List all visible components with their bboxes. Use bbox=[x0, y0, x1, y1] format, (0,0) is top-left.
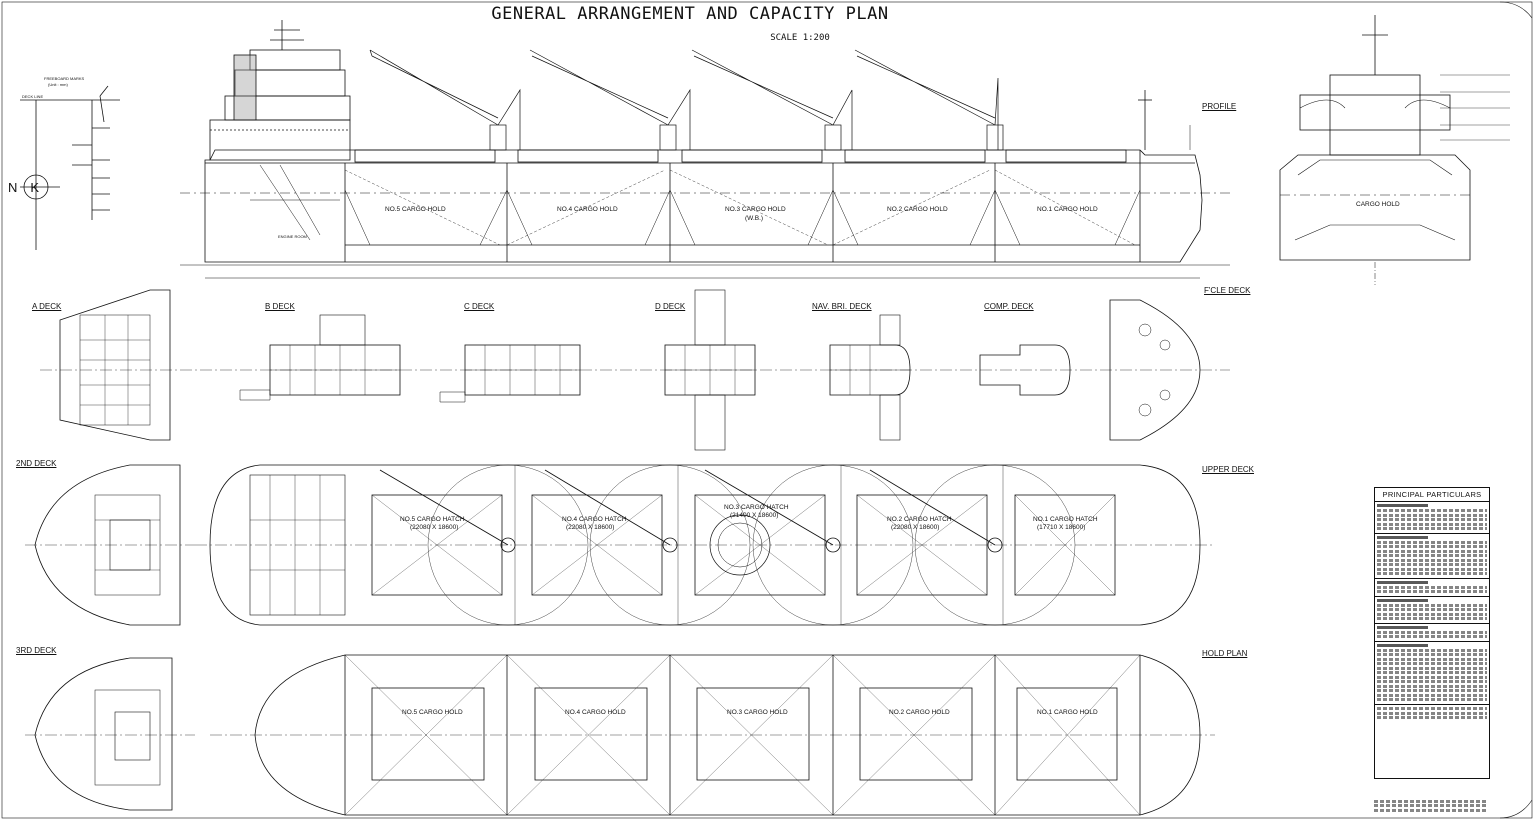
label-a-deck: A DECK bbox=[32, 302, 62, 311]
upper-hatch-4: NO.4 CARGO HATCH bbox=[562, 516, 627, 523]
hold-plan-4: NO.4 CARGO HOLD bbox=[565, 709, 626, 716]
c-deck-plan bbox=[439, 344, 581, 403]
label-profile: PROFILE bbox=[1202, 102, 1237, 111]
label-c-deck: C DECK bbox=[464, 302, 495, 311]
label-3rd-deck: 3RD DECK bbox=[16, 646, 57, 655]
label-upper-deck: UPPER DECK bbox=[1202, 465, 1255, 474]
second-deck-plan bbox=[25, 464, 195, 626]
upper-hatch-1-dims: (17710 X 18600) bbox=[1037, 524, 1085, 531]
hold-plan-2: NO.2 CARGO HOLD bbox=[889, 709, 950, 716]
nav-bri-deck-plan bbox=[829, 314, 911, 441]
pp-section-totals bbox=[1375, 705, 1489, 722]
third-deck-plan bbox=[25, 657, 195, 811]
upper-hatch-3: NO.3 CARGO HATCH bbox=[724, 504, 789, 511]
label-hold-plan: HOLD PLAN bbox=[1202, 649, 1248, 658]
freeboard-marks bbox=[20, 85, 120, 250]
profile-hold-4: NO.4 CARGO HOLD bbox=[557, 206, 618, 213]
upper-hatch-5: NO.5 CARGO HATCH bbox=[400, 516, 465, 523]
drawing-title: GENERAL ARRANGEMENT AND CAPACITY PLAN bbox=[491, 4, 889, 24]
label-nav-bri-deck: NAV. BRI. DECK bbox=[812, 302, 872, 311]
profile-hold-3-note: (W.B.) bbox=[745, 215, 763, 222]
b-deck-plan bbox=[239, 314, 401, 401]
upper-hatch-4-dims: (22080 X 18600) bbox=[566, 524, 614, 531]
hold-plan-3: NO.3 CARGO HOLD bbox=[727, 709, 788, 716]
upper-hatch-3-dims: (21400 X 18600) bbox=[730, 512, 778, 519]
engine-room-label: ENGINE ROOM bbox=[278, 234, 307, 239]
pp-section-main-engine bbox=[1375, 597, 1489, 624]
label-b-deck: B DECK bbox=[265, 302, 295, 311]
hold-plan-5: NO.5 CARGO HOLD bbox=[402, 709, 463, 716]
hold-plan bbox=[210, 654, 1215, 816]
upper-hatch-2-dims: (22080 X 18600) bbox=[891, 524, 939, 531]
midship-section bbox=[1279, 15, 1510, 285]
pp-section-tonnage bbox=[1375, 534, 1489, 579]
freeboard-mark: NK bbox=[8, 180, 52, 195]
upper-deck-plan bbox=[195, 464, 1215, 626]
upper-hatch-5-dims: (22080 X 18600) bbox=[410, 524, 458, 531]
corner-arc-bottom bbox=[1499, 799, 1533, 819]
profile-view bbox=[180, 20, 1230, 279]
label-comp-deck: COMP. DECK bbox=[984, 302, 1034, 311]
a-deck-plan bbox=[59, 289, 171, 441]
corner-arc-top bbox=[1499, 1, 1533, 19]
principal-particulars-title: PRINCIPAL PARTICULARS bbox=[1375, 488, 1489, 502]
deck-line-label: DECK LINE bbox=[22, 94, 43, 99]
pp-section-dimensions bbox=[1375, 502, 1489, 534]
section-hold-label: CARGO HOLD bbox=[1356, 201, 1400, 208]
label-2nd-deck: 2ND DECK bbox=[16, 459, 57, 468]
principal-particulars-table: PRINCIPAL PARTICULARS bbox=[1374, 487, 1490, 779]
upper-hatch-2: NO.2 CARGO HATCH bbox=[887, 516, 952, 523]
revision-block bbox=[1374, 798, 1488, 818]
hold-plan-1: NO.1 CARGO HOLD bbox=[1037, 709, 1098, 716]
profile-hold-3: NO.3 CARGO HOLD bbox=[725, 206, 786, 213]
profile-hold-1: NO.1 CARGO HOLD bbox=[1037, 206, 1098, 213]
freeboard-unit: (Unit : mm) bbox=[48, 82, 68, 87]
profile-hold-2: NO.2 CARGO HOLD bbox=[887, 206, 948, 213]
pp-section-complement bbox=[1375, 642, 1489, 705]
drawing-scale: SCALE 1:200 bbox=[770, 33, 830, 43]
label-d-deck: D DECK bbox=[655, 302, 686, 311]
pp-section-deadweight bbox=[1375, 579, 1489, 597]
freeboard-title: FREEBOARD MARKS bbox=[44, 76, 85, 81]
profile-hold-5: NO.5 CARGO HOLD bbox=[385, 206, 446, 213]
label-fcle-deck: F'CLE DECK bbox=[1204, 286, 1251, 295]
pp-section-speed bbox=[1375, 624, 1489, 642]
upper-hatch-1: NO.1 CARGO HATCH bbox=[1033, 516, 1098, 523]
